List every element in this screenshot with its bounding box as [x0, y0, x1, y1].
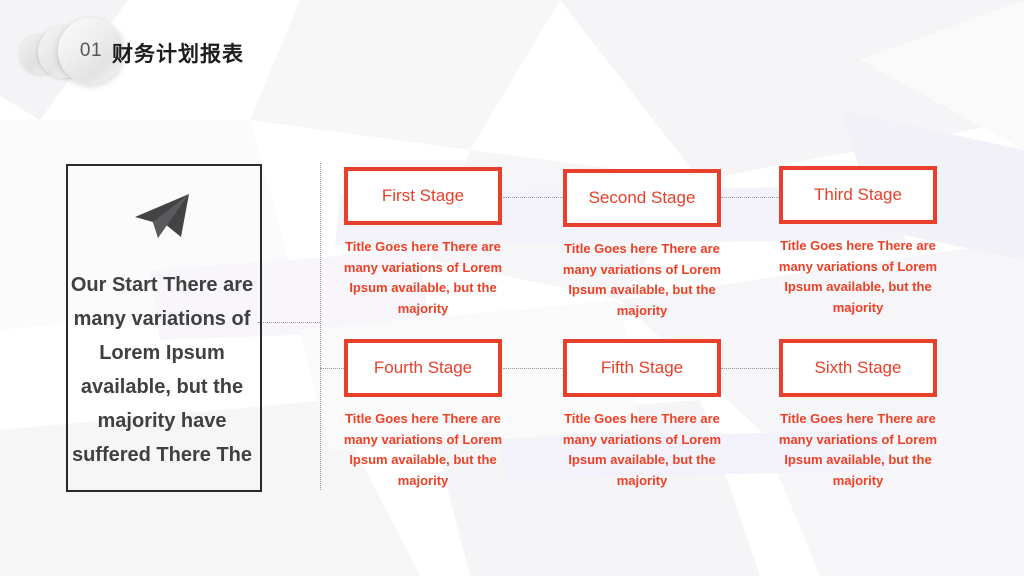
- connector-second-to-third: [721, 197, 779, 198]
- page-title: 财务计划报表: [112, 42, 244, 66]
- stage-body-first: Title Goes here There are many variation…: [343, 239, 503, 316]
- stage-body-fifth: Title Goes here There are many variation…: [562, 411, 722, 488]
- connector-fourth-to-fifth: [503, 368, 563, 369]
- stage-title-second: Second Stage: [588, 188, 696, 207]
- stage-box-third[interactable]: Third Stage: [779, 166, 937, 224]
- paper-plane-icon: [66, 190, 258, 247]
- badge-number: 01: [79, 40, 103, 61]
- stage-body-fourth: Title Goes here There are many variation…: [343, 411, 503, 488]
- stage-box-second[interactable]: Second Stage: [563, 169, 721, 227]
- stage-body-third: Title Goes here There are many variation…: [778, 238, 938, 315]
- connector-vertical-main: [320, 163, 321, 490]
- stage-body-sixth: Title Goes here There are many variation…: [778, 411, 938, 488]
- stage-box-sixth[interactable]: Sixth Stage: [779, 339, 937, 397]
- stage-card-fifth[interactable]: Fifth Stage Title Goes here There are ma…: [563, 339, 721, 491]
- stage-card-sixth[interactable]: Sixth Stage Title Goes here There are ma…: [779, 339, 937, 491]
- stage-card-first[interactable]: First Stage Title Goes here There are ma…: [344, 167, 502, 319]
- stage-title-first: First Stage: [381, 186, 465, 205]
- stage-card-fourth[interactable]: Fourth Stage Title Goes here There are m…: [344, 339, 502, 491]
- stage-title-fourth: Fourth Stage: [373, 358, 473, 377]
- stage-body-second: Title Goes here There are many variation…: [562, 241, 722, 318]
- stage-title-fifth: Fifth Stage: [600, 358, 684, 377]
- start-card-text: Our Start There are many variations of L…: [70, 274, 254, 466]
- stage-card-second[interactable]: Second Stage Title Goes here There are m…: [563, 169, 721, 321]
- stage-box-fourth[interactable]: Fourth Stage: [344, 339, 502, 397]
- stage-title-sixth: Sixth Stage: [814, 358, 902, 377]
- connector-branch-to-fourth: [320, 368, 344, 369]
- stage-box-fifth[interactable]: Fifth Stage: [563, 339, 721, 397]
- slide-header: 01 财务计划报表: [0, 0, 1024, 100]
- stage-box-first[interactable]: First Stage: [344, 167, 502, 225]
- stage-title-third: Third Stage: [814, 185, 902, 204]
- connector-fifth-to-sixth: [721, 368, 779, 369]
- connector-first-to-second: [503, 197, 563, 198]
- connector-start-to-branch: [258, 322, 320, 323]
- stage-card-third[interactable]: Third Stage Title Goes here There are ma…: [779, 166, 937, 318]
